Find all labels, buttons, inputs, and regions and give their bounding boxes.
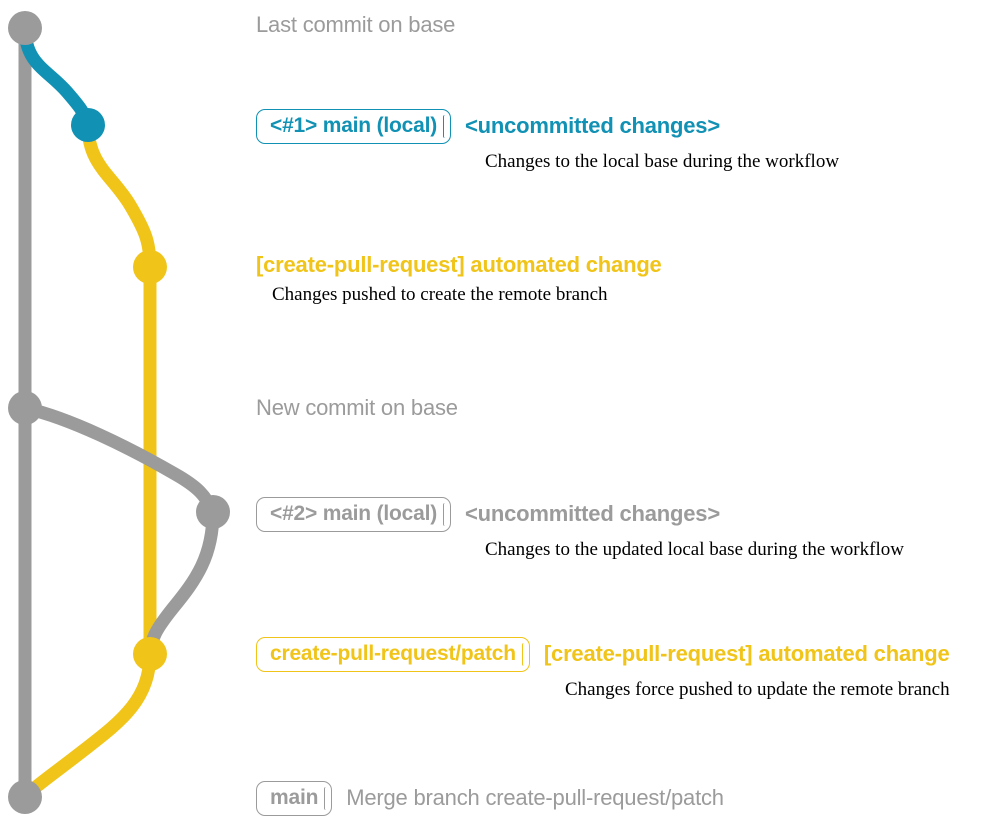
commit-row-merge: main Merge branch create-pull-request/pa… — [256, 781, 724, 816]
commit-node-local-2 — [196, 495, 230, 529]
commit-headline: <uncommitted changes> — [465, 113, 720, 139]
row-head: Last commit on base — [256, 12, 456, 37]
commit-description: Changes force pushed to update the remot… — [565, 678, 950, 700]
commit-headline: Merge branch create-pull-request/patch — [346, 785, 724, 811]
commit-node-patch-1 — [133, 250, 167, 284]
row-head: main Merge branch create-pull-request/pa… — [256, 781, 724, 816]
row-head: create-pull-request/patch [create-pull-r… — [256, 637, 950, 672]
ref-pill-main-local-1[interactable]: <#1> main (local) — [256, 109, 452, 144]
commit-row-new-commit-on-base: New commit on base — [256, 395, 458, 420]
row-head: <#2> main (local) <uncommitted changes> — [256, 497, 904, 532]
commit-row-last-commit-on-base: Last commit on base — [256, 12, 456, 37]
commit-node-patch-2 — [133, 637, 167, 671]
commit-node-base-new — [8, 391, 42, 425]
commit-row-local-2: <#2> main (local) <uncommitted changes> … — [256, 497, 904, 560]
row-head: <#1> main (local) <uncommitted changes> — [256, 109, 839, 144]
commit-node-local-1 — [71, 108, 105, 142]
ref-pill-main[interactable]: main — [256, 781, 333, 816]
commit-description: Changes to the updated local base during… — [485, 538, 904, 560]
ref-pill-create-pull-request-patch[interactable]: create-pull-request/patch — [256, 637, 530, 672]
commit-headline: New commit on base — [256, 395, 458, 420]
branch-line-updated-local-in — [18, 401, 220, 519]
commit-row-automated-change-1: [create-pull-request] automated change C… — [256, 252, 662, 306]
row-head: New commit on base — [256, 395, 458, 420]
branch-line-patch-merge — [18, 647, 157, 804]
commit-row-local-1: <#1> main (local) <uncommitted changes> … — [256, 109, 839, 172]
ref-pill-main-local-2[interactable]: <#2> main (local) — [256, 497, 452, 532]
row-head: [create-pull-request] automated change — [256, 252, 662, 277]
commit-headline: [create-pull-request] automated change — [543, 641, 950, 667]
commit-headline: [create-pull-request] automated change — [256, 252, 662, 277]
commit-headline: <uncommitted changes> — [465, 501, 720, 527]
commit-description: Changes to the local base during the wor… — [485, 150, 840, 172]
commit-node-base-last — [8, 11, 42, 45]
commit-node-merge — [8, 780, 42, 814]
commit-row-automated-change-2: create-pull-request/patch [create-pull-r… — [256, 637, 950, 700]
commit-headline: Last commit on base — [256, 12, 456, 37]
commit-description: Changes pushed to create the remote bran… — [272, 284, 608, 306]
